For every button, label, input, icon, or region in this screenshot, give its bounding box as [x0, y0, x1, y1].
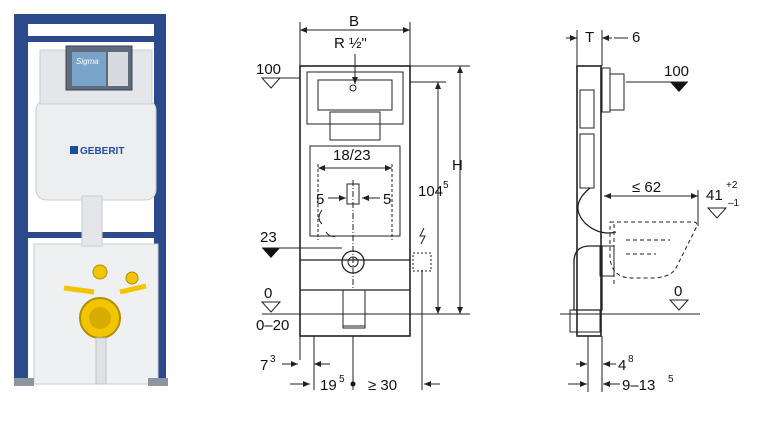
front-top-level: 100	[256, 61, 281, 78]
left-offset: 5	[316, 191, 324, 208]
plate-depth: 6	[632, 29, 640, 46]
front-view: B R ½" 100 H 104 5 18/23 5 5 23 0	[256, 13, 470, 394]
height-value-sup: 5	[443, 180, 449, 191]
wall-range-sup: 5	[668, 374, 674, 385]
outlet-level: 23	[260, 229, 277, 246]
foot-depth-sup: 8	[628, 354, 634, 365]
front-floor-level: 0	[264, 285, 272, 302]
toilet-bowl-outline	[609, 221, 698, 279]
frame-top-rail	[14, 14, 166, 24]
side-top-level: 100	[664, 63, 689, 80]
wall-range: 9–13	[622, 377, 655, 394]
pipe-offset-sup: 5	[339, 374, 345, 385]
foot-depth: 4	[618, 357, 626, 374]
seat-tol-upper: +2	[726, 180, 738, 191]
brand-label: GEBERIT	[80, 146, 124, 157]
bowl-depth: ≤ 62	[632, 179, 661, 196]
side-view: T 6 100 ≤ 62 41 +2 –1 0 4 8 9–13 5	[560, 29, 740, 394]
product-photo: Sigma GEBERIT	[14, 14, 168, 386]
seat-tol-lower: –1	[728, 198, 740, 209]
geberit-logo-mark	[70, 146, 78, 154]
height-value: 104	[418, 183, 443, 200]
side-frame	[576, 65, 602, 337]
thread-label: R ½"	[334, 35, 367, 52]
frame-left-post	[14, 14, 28, 384]
pipe-offset: 19	[320, 377, 337, 394]
floor-range: 0–20	[256, 317, 289, 334]
right-offset: 5	[383, 191, 391, 208]
seat-height: 41	[706, 187, 723, 204]
min-spacing: ≥ 30	[368, 377, 397, 394]
frame-cross-rail	[14, 36, 166, 42]
electrical-box	[412, 252, 432, 272]
depth-label: T	[585, 29, 594, 46]
height-label: H	[452, 157, 463, 174]
drain-bend	[573, 245, 603, 311]
foot-offset-sup: 3	[270, 354, 276, 365]
foot-offset: 7	[260, 357, 268, 374]
plate-label: Sigma	[76, 57, 99, 66]
side-floor-level: 0	[674, 283, 682, 300]
bolt-spacing: 18/23	[333, 147, 371, 164]
width-label: B	[349, 13, 359, 30]
